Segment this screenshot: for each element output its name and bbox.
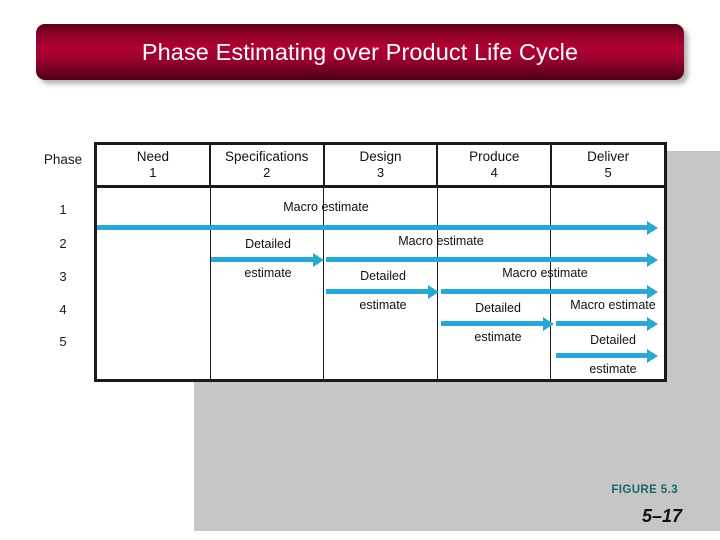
figure-caption: FIGURE 5.3 [611,484,678,496]
phase-row-label-column: Phase 1 2 3 4 5 [34,140,92,385]
column-header-specifications-name: Specifications [225,149,309,165]
column-header-design-number: 3 [376,165,385,181]
table-header-row: Need 1 Specifications 2 Design 3 Produce… [97,145,664,188]
column-header-deliver: Deliver 5 [552,145,664,185]
body-column-design [324,188,438,379]
body-column-need [97,188,211,379]
page-number: 5–17 [641,506,682,526]
body-column-produce [438,188,552,379]
column-header-produce: Produce 4 [438,145,553,185]
column-header-produce-number: 4 [490,165,498,181]
phase-estimating-figure: Phase 1 2 3 4 5 Need 1 Specifications 2 … [0,140,720,531]
body-column-specifications [211,188,325,379]
body-column-deliver [551,188,664,379]
table-body-grid [97,188,664,379]
slide-title-banner: Phase Estimating over Product Life Cycle [36,24,684,80]
page-title: Phase Estimating over Product Life Cycle [141,38,579,65]
column-header-deliver-number: 5 [604,165,612,181]
column-header-need: Need 1 [97,145,211,185]
column-header-design-name: Design [359,149,402,165]
column-header-specifications: Specifications 2 [211,145,325,185]
column-header-deliver-name: Deliver [587,149,630,165]
column-header-specifications-number: 2 [263,165,271,181]
column-header-need-name: Need [136,149,170,165]
row-label-1: 1 [59,202,67,217]
row-label-4: 4 [59,302,67,317]
phase-column-heading: Phase [43,152,83,167]
column-header-produce-name: Produce [469,149,520,165]
phase-table: Need 1 Specifications 2 Design 3 Produce… [94,142,720,531]
column-header-design: Design 3 [325,145,439,185]
row-label-2: 2 [59,236,67,251]
row-label-5: 5 [59,334,67,349]
table-frame: Need 1 Specifications 2 Design 3 Produce… [94,142,667,382]
row-label-3: 3 [59,269,67,284]
column-header-need-number: 1 [149,165,157,181]
